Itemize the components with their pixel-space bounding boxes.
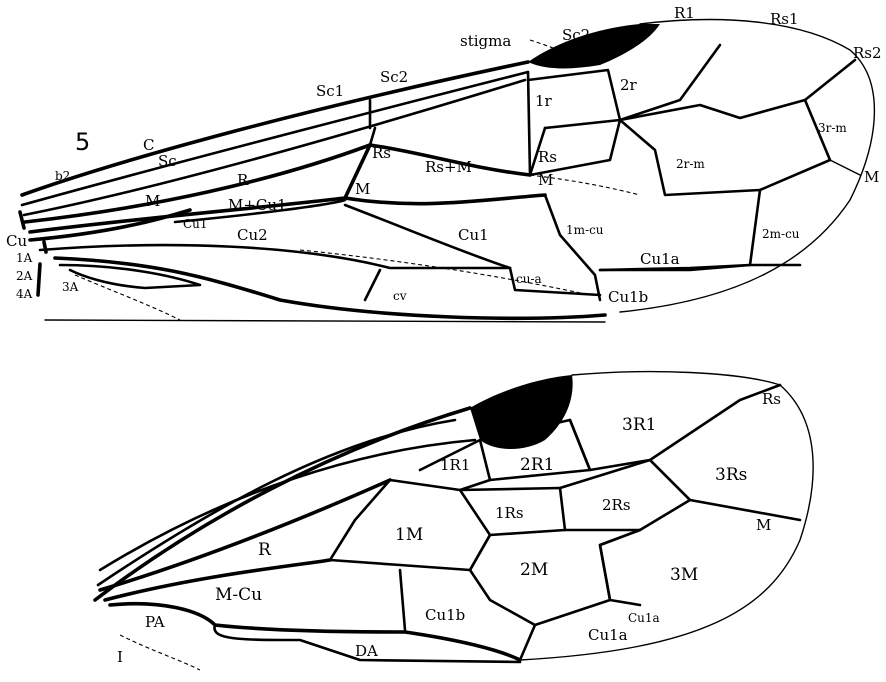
label-2m-cu: 2m-cu xyxy=(762,227,800,241)
label-m-tip: M xyxy=(864,168,879,186)
label-rs-lower: Rs xyxy=(538,148,557,166)
label-stigma: stigma xyxy=(460,32,511,50)
upper-rs-up xyxy=(370,128,375,145)
label-pa: PA xyxy=(145,613,165,631)
label-da: DA xyxy=(355,642,378,660)
upper-mtip xyxy=(830,160,860,175)
label-lower-cu1a: Cu1a xyxy=(588,626,628,644)
label-3rm: 3r-m xyxy=(818,121,847,135)
label-rs-m: Rs+M xyxy=(425,158,472,176)
label-cu1a: Cu1a xyxy=(640,250,680,268)
label-lower-r: R xyxy=(258,540,272,560)
label-3rs: 3Rs xyxy=(715,465,747,485)
label-sc2-top: Sc2 xyxy=(562,26,590,44)
label-2m: 2M xyxy=(520,560,548,580)
upper-subcosta xyxy=(24,80,525,215)
figure-number: 5 xyxy=(75,128,90,156)
lower-subcosta xyxy=(100,440,475,570)
lower-cu1b-vein xyxy=(400,570,405,630)
label-b2: b2 xyxy=(55,169,70,183)
label-cu1-a: Cu1 xyxy=(183,217,208,231)
lower-cu1a-vein xyxy=(520,625,535,660)
label-cu2: Cu2 xyxy=(237,226,268,244)
upper-anal-dash xyxy=(75,275,180,320)
label-3a: 3A xyxy=(62,280,79,294)
label-m-cu: M-Cu xyxy=(215,585,262,605)
label-cu-a: cu-a xyxy=(516,272,542,286)
upper-cu2 xyxy=(40,245,510,268)
label-sc1: Sc1 xyxy=(316,82,344,100)
label-rs1: Rs1 xyxy=(770,10,799,28)
upper-cell-1r xyxy=(528,72,530,175)
upper-stigma xyxy=(528,24,660,68)
upper-dashed-cu xyxy=(300,250,590,295)
label-cv: cv xyxy=(393,289,407,303)
label-m-short: M xyxy=(355,180,370,198)
label-2r: 2r xyxy=(620,76,638,94)
upper-cell-3rm xyxy=(805,60,855,100)
upper-base-stub-2 xyxy=(44,242,46,252)
label-2rm: 2r-m xyxy=(676,157,705,171)
label-1m-cu: 1m-cu xyxy=(566,223,604,237)
label-lower-m: M xyxy=(756,516,771,534)
label-rs: Rs xyxy=(372,144,391,162)
label-r1: R1 xyxy=(674,4,695,22)
lower-cell-2m xyxy=(470,530,640,625)
upper-costa-inner xyxy=(22,72,528,205)
label-1rs: 1Rs xyxy=(495,504,524,522)
upper-cu xyxy=(30,210,190,240)
label-sc: Sc xyxy=(158,152,177,170)
label-1m: 1M xyxy=(395,525,423,545)
label-2a: 2A xyxy=(16,269,33,283)
label-c: C xyxy=(143,136,154,154)
label-m: M xyxy=(145,192,160,210)
upper-cv xyxy=(365,270,380,300)
lower-wing xyxy=(95,372,813,670)
lower-dashed xyxy=(120,635,200,670)
lower-cell-3r1 xyxy=(570,385,780,470)
label-r: R xyxy=(237,171,249,189)
label-cu1b: Cu1b xyxy=(608,288,648,306)
label-1a: 1A xyxy=(16,251,33,265)
lower-costa xyxy=(95,408,470,600)
upper-cell-1mcu xyxy=(545,195,600,300)
label-numeral: I xyxy=(117,648,123,666)
label-1r: 1r xyxy=(535,92,553,110)
label-m-cu1: M+Cu1 xyxy=(228,196,287,214)
label-3r1: 3R1 xyxy=(622,415,656,435)
label-sc2: Sc2 xyxy=(380,68,408,86)
upper-anal-2 xyxy=(60,265,200,288)
label-1r1: 1R1 xyxy=(440,456,470,474)
label-lower-rs: Rs xyxy=(762,390,781,408)
upper-wing-base xyxy=(45,320,605,322)
label-3m: 3M xyxy=(670,565,698,585)
label-lower-cu1b: Cu1b xyxy=(425,606,465,624)
label-4a: 4A xyxy=(16,287,33,301)
label-lower-cu1a-small: Cu1a xyxy=(628,611,660,625)
upper-m-cu1 xyxy=(345,195,545,204)
upper-cell-2rm xyxy=(620,100,830,195)
label-rs2: Rs2 xyxy=(853,44,882,62)
label-2r1: 2R1 xyxy=(520,455,554,475)
upper-base-stub-3 xyxy=(38,264,40,295)
label-cu: Cu xyxy=(6,232,27,250)
label-cu1-b: Cu1 xyxy=(458,226,489,244)
upper-cell-2mcu xyxy=(600,190,760,270)
label-2rs: 2Rs xyxy=(602,496,631,514)
label-m-mid: M xyxy=(538,171,553,189)
lower-cell-3m xyxy=(600,530,640,605)
